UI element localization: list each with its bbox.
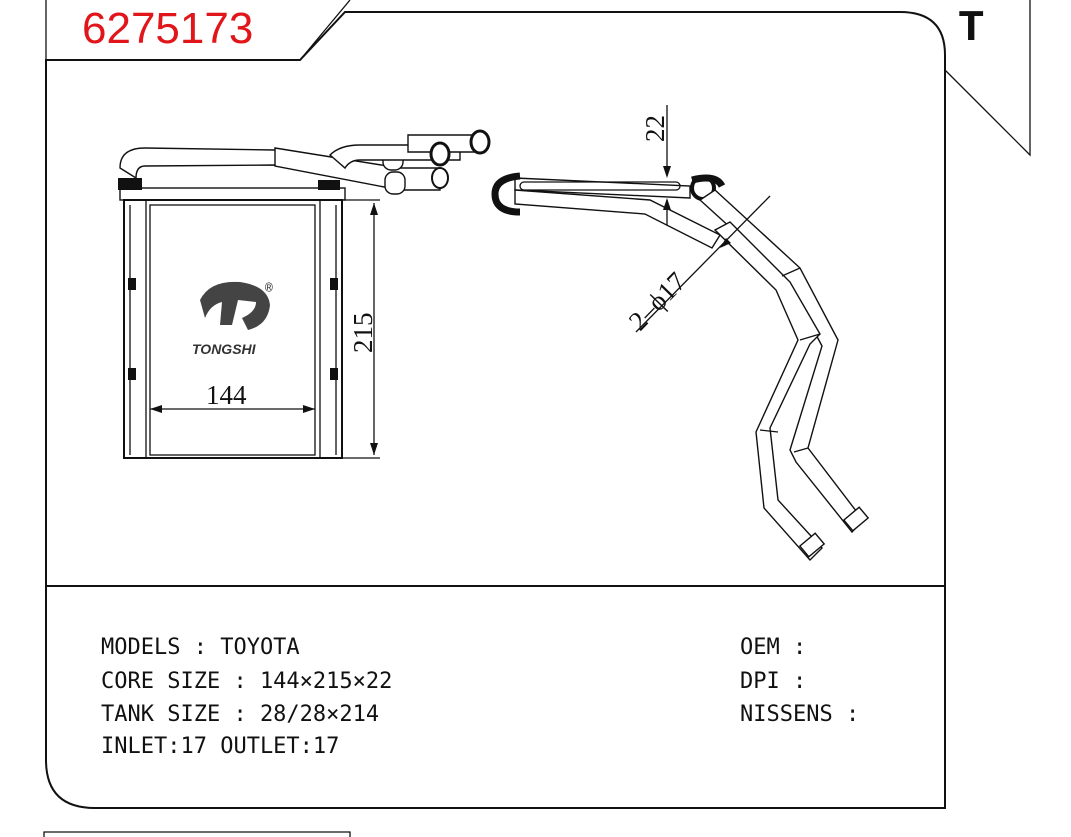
bracket-right (318, 180, 340, 190)
registered-mark: ® (265, 281, 273, 296)
spec-tank-size: TANK SIZE : 28/28×214 (101, 702, 379, 727)
bracket-left (118, 178, 142, 190)
spec-nissens: NISSENS : (740, 702, 859, 727)
pipe-seg-2 (799, 333, 821, 341)
sheet-frame (45, 11, 946, 809)
outlet-collar-2 (384, 171, 406, 195)
spec-block: MODELS : TOYOTA CORE SIZE : 144×215×22 T… (101, 635, 859, 759)
top-header (119, 187, 346, 201)
pipe-seg-4 (793, 447, 809, 453)
dim-pipe-line (635, 195, 771, 333)
core-outer (123, 199, 343, 459)
clip-l-1 (128, 278, 136, 290)
pipe-end-a (798, 532, 826, 558)
pipe-end-3 (431, 167, 449, 189)
dim-height-arrow-t (370, 203, 378, 215)
dim-width-arrow-r (303, 405, 315, 413)
part-number-tab (45, 0, 351, 61)
side-top-rail (514, 177, 691, 199)
clip-r-1 (330, 278, 338, 290)
clip-r-2 (330, 368, 338, 380)
pipe-seg-3 (759, 429, 779, 433)
dim-depth-arrow-t (663, 166, 671, 178)
spec-oem: OEM : (740, 635, 806, 660)
dim-depth-arrow-b (663, 198, 671, 210)
logo-text: TONGSHI (192, 341, 257, 357)
pipe-end-b (842, 506, 870, 532)
dim-pipe-label: 2–ϕ17 (623, 266, 692, 336)
clip-l-2 (128, 368, 136, 380)
bottom-box-edge (43, 831, 351, 837)
logo-mark (200, 281, 270, 330)
side-diagonal-tube (514, 189, 721, 249)
spec-models: MODELS : TOYOTA (101, 635, 300, 660)
tank-right (319, 199, 343, 459)
dim-height-arrow-b (370, 443, 378, 455)
spec-dpi: DPI : (740, 669, 806, 694)
spec-inlet-outlet: INLET:17 OUTLET:17 (101, 734, 339, 759)
end-cap-left (491, 172, 521, 216)
pipe-seg-1 (781, 267, 801, 277)
dim-depth-label: 22 (640, 115, 670, 142)
pipe-end-1 (429, 141, 451, 167)
side-view: 22 2–ϕ17 (491, 105, 870, 562)
core-inner (149, 204, 316, 456)
corner-diagonal (944, 0, 1031, 157)
pipe-run-inner (713, 221, 823, 562)
spec-core-size: CORE SIZE : 144×215×22 (101, 669, 392, 694)
corner-letter: T (958, 4, 984, 54)
pipe-end-2 (469, 129, 491, 155)
brand-logo: TONGSHI ® (192, 281, 273, 357)
front-view: TONGSHI ® 144 215 (118, 129, 491, 459)
tank-left (123, 199, 147, 459)
part-number: 6275173 (82, 4, 253, 53)
side-slot (519, 181, 681, 191)
dim-height-label: 215 (348, 313, 378, 354)
dim-width-label: 144 (206, 380, 247, 410)
dim-width-arrow-l (150, 405, 162, 413)
dim-pipe-arrow (720, 238, 731, 248)
